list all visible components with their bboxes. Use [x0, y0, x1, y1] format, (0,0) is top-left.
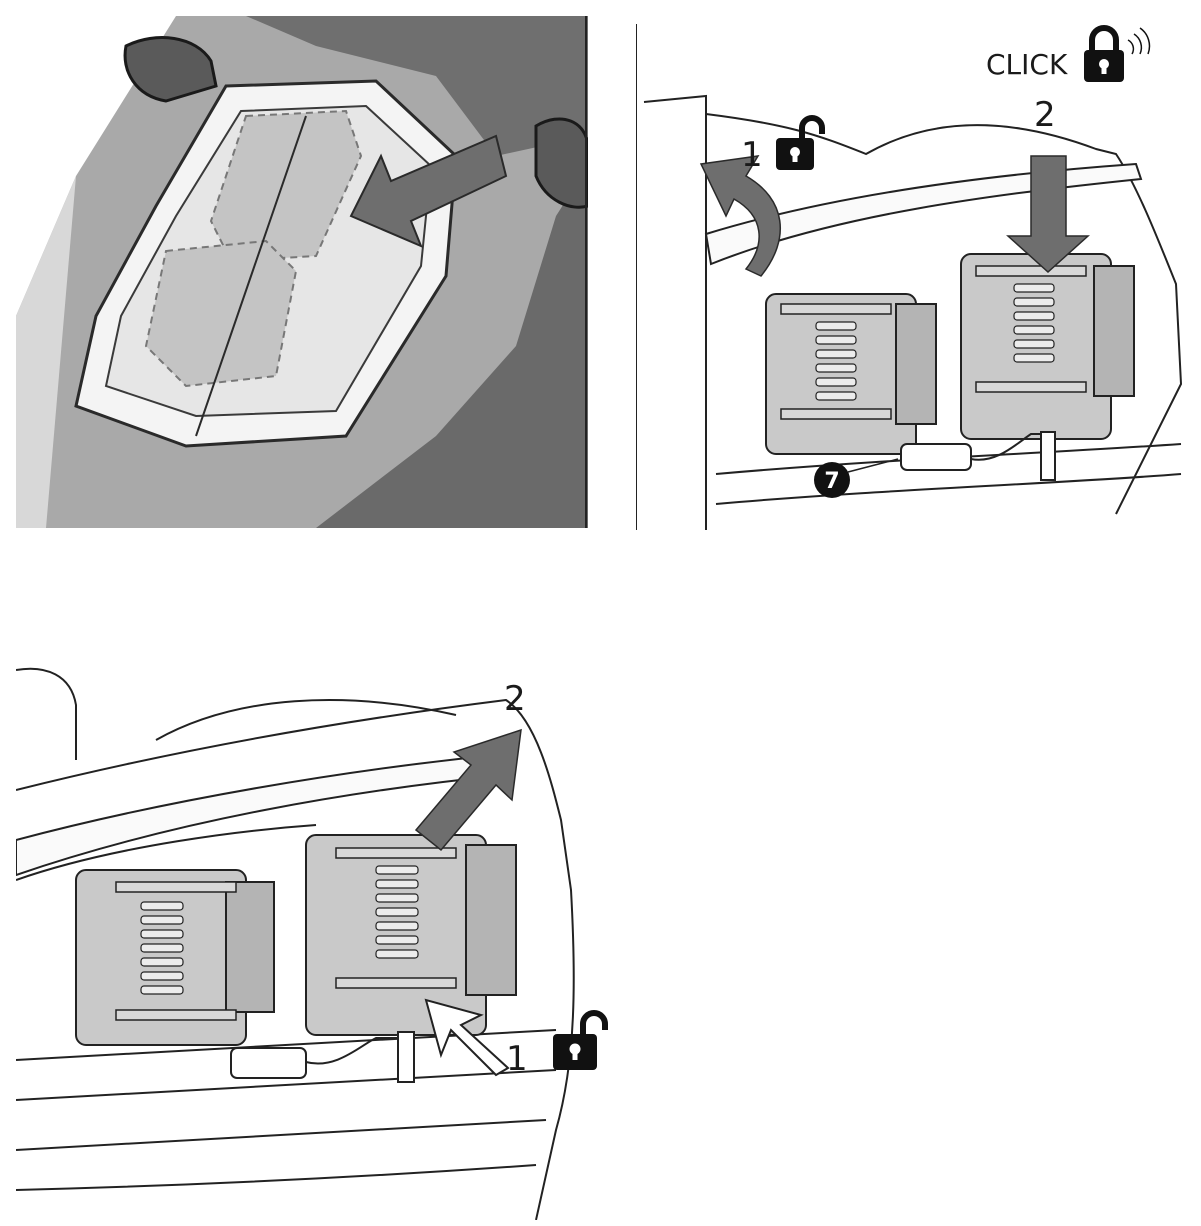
battery-ghost-upper	[209, 109, 363, 263]
housing-dark-top	[246, 16, 588, 156]
battery-right	[305, 834, 517, 1036]
remove-illustration: 2 1	[16, 667, 608, 1220]
step-number-press: 1	[506, 1039, 528, 1079]
lock-open-icon	[553, 1010, 608, 1070]
base-line-2	[16, 1069, 557, 1101]
callout-badge: 7	[814, 462, 850, 498]
lid-inner	[16, 824, 317, 881]
callout-leader	[847, 458, 899, 473]
panel-remove-battery: 2 1	[16, 660, 656, 1220]
arrow-icon	[349, 134, 508, 248]
safety-key	[230, 1031, 415, 1083]
handle-knob-left	[123, 36, 218, 103]
base-line-1	[16, 1029, 557, 1061]
callout-number: 7	[824, 469, 839, 494]
base-line-3	[16, 1119, 547, 1151]
step-number-unlock: 1	[741, 135, 763, 175]
handle-knob-right	[534, 117, 588, 209]
click-label: CLICK	[986, 48, 1068, 81]
panel-insert-battery: 7 1 2 CLICK	[636, 4, 1196, 530]
arrow-icon	[424, 998, 510, 1077]
arrow-icon	[699, 155, 782, 277]
battery-left	[75, 869, 275, 1046]
battery-right	[960, 253, 1135, 440]
housing-outline	[16, 698, 575, 1220]
battery-left	[765, 293, 937, 455]
housing-curve-top	[155, 699, 457, 741]
step-number-pull: 2	[504, 679, 526, 719]
arrow-icon	[414, 728, 522, 852]
housing-edge	[16, 176, 76, 528]
lock-closed-icon	[1084, 25, 1151, 82]
step-number-push: 2	[1034, 95, 1056, 135]
arrow-icon	[1006, 155, 1090, 274]
compartment-illustration	[16, 16, 588, 528]
housing-side	[643, 94, 707, 530]
housing-dark-right	[316, 166, 588, 528]
base-line-4	[16, 1164, 537, 1191]
base-line-2	[715, 473, 1182, 505]
safety-key	[900, 431, 1056, 481]
wheel-hint	[16, 667, 77, 760]
battery-ghost-lower	[144, 239, 298, 388]
panel-battery-compartment	[16, 16, 588, 528]
divider-line	[195, 115, 307, 437]
insert-illustration: 7 1 2 CLICK	[636, 24, 1183, 530]
housing-highlight	[16, 16, 176, 316]
housing-outline	[705, 113, 1183, 515]
lock-open-icon	[776, 115, 825, 170]
